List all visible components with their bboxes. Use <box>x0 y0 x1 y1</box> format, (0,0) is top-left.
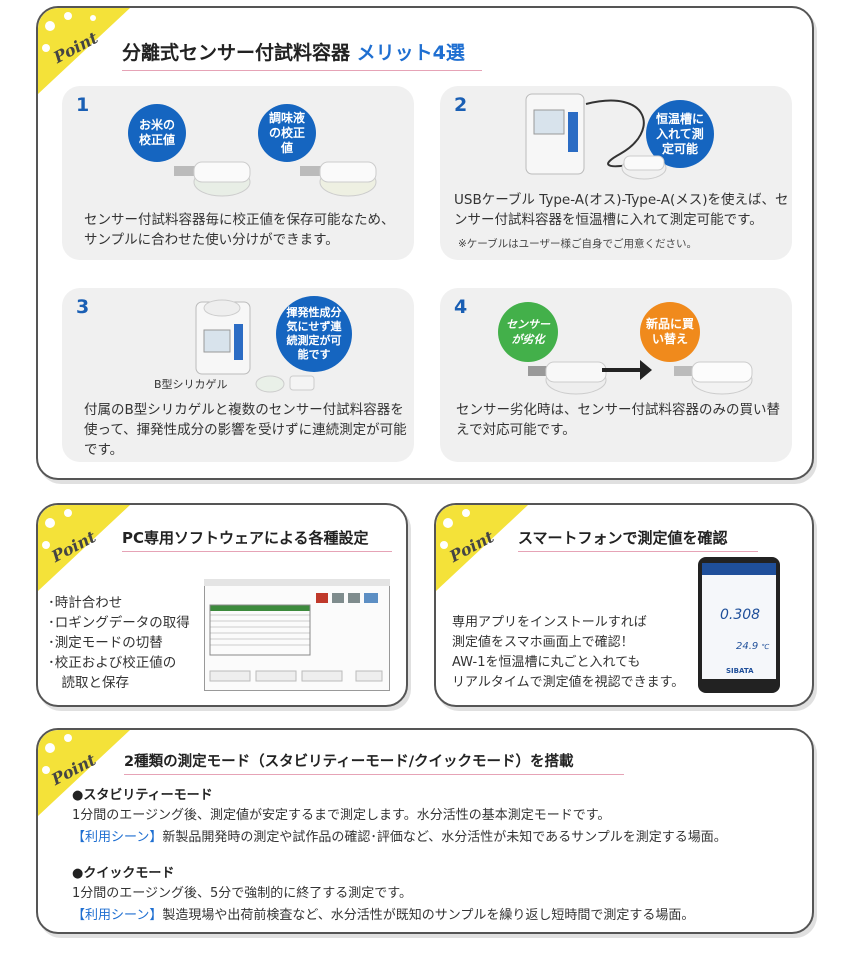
point-badge-shape <box>38 505 130 591</box>
merit-text-2: USBケーブル Type-A(オス)-Type-A(メス)を使えば、センサー付試… <box>454 192 789 228</box>
merits-title-rule <box>122 70 482 71</box>
merit-text-4: センサー劣化時は、センサー付試料容器のみの買い替えで対応可能です。 <box>456 402 780 438</box>
stability-desc: 1分間のエージング後、測定値が安定するまで測定します。水分活性の基本測定モードで… <box>72 808 611 823</box>
pc-title-rule <box>122 551 392 552</box>
phone-title: スマートフォンで測定値を確認 <box>518 529 728 547</box>
point-badge-shape <box>38 8 130 94</box>
bubble-sensor-degraded: センサーが劣化 <box>498 302 558 362</box>
merit-card-2: 2 恒温槽に入れて測定可能 USBケーブル Type-A(オス)-Type-A(… <box>440 86 792 260</box>
quick-scene-tag: 【利用シーン】 <box>72 908 163 923</box>
silica-gel-label: B型シリカゲル <box>154 378 228 391</box>
quick-heading: ●クイックモード <box>72 866 175 881</box>
modes-title: 2種類の測定モード（スタビリティーモード/クイックモード）を搭載 <box>124 754 574 770</box>
merits-title: 分離式センサー付試料容器 メリット4選 <box>122 38 465 65</box>
pc-item-mode: ･測定モードの切替 <box>48 635 163 651</box>
stability-heading: ●スタビリティーモード <box>72 788 213 803</box>
sensor-container-image <box>621 155 667 180</box>
phone-value-1: 0.308 <box>720 607 761 623</box>
stability-scene-tag: 【利用シーン】 <box>72 830 163 845</box>
point-badge-shape <box>436 505 528 591</box>
point-badge: Point <box>38 8 158 128</box>
merit-card-3: 3 揮発性成分気にせず連続測定が可能です B型シリカゲル 付属のB型シリカゲルと… <box>62 288 414 462</box>
merit-note-2: ※ケーブルはユーザー様ご自身でご用意ください。 <box>458 238 697 250</box>
quick-scene-text: 製造現場や出荷前検査など、水分活性が既知のサンプルを繰り返し短時間で測定する場面… <box>162 908 695 923</box>
phone-screen: 0.308 24.9 ℃ SIBATA <box>702 563 776 679</box>
pc-software-panel: Point PC専用ソフトウェアによる各種設定 ･時計合わせ ･ロギングデータの… <box>36 503 408 707</box>
point-badge: Point <box>38 505 158 625</box>
sensor-container-image <box>300 161 377 197</box>
phone-text-1: 専用アプリをインストールすれば <box>452 615 647 630</box>
merit-card-1: 1 お米の校正値 調味液の校正値 センサー付試料容器毎に校正値を保存可能なため、… <box>62 86 414 260</box>
sensor-container-image <box>674 361 753 395</box>
sensor-container-image <box>528 361 607 395</box>
sensor-container-image <box>174 161 251 197</box>
phone-brand: SIBATA <box>726 667 754 675</box>
bubble-volatile: 揮発性成分気にせず連続測定が可能です <box>276 296 352 372</box>
phone-text-4: リアルタイムで測定値を視認できます。 <box>452 675 685 690</box>
phone-title-rule <box>518 551 758 552</box>
phone-value-2: 24.9 ℃ <box>736 641 769 652</box>
merits-title-main: 分離式センサー付試料容器 <box>122 42 351 64</box>
silica-gel-image <box>255 375 315 393</box>
arrow-right-icon <box>602 360 652 380</box>
merit-number-3: 3 <box>76 296 90 318</box>
merit-number-1: 1 <box>76 94 90 116</box>
device-image <box>525 93 585 175</box>
smartphone-image: 0.308 24.9 ℃ SIBATA <box>698 557 780 693</box>
pc-item-logging: ･ロギングデータの取得 <box>48 615 190 631</box>
software-screenshot-image <box>204 579 390 691</box>
stability-scene-text: 新製品開発時の測定や試作品の確認･評価など、水分活性が未知であるサンプルを測定す… <box>162 830 727 845</box>
pc-item-calibration-cont: 読取と保存 <box>48 675 129 691</box>
merit-number-4: 4 <box>454 296 468 318</box>
smartphone-panel: Point スマートフォンで測定値を確認 専用アプリをインストールすれば 測定値… <box>434 503 814 707</box>
point-badge: Point <box>38 730 158 850</box>
phone-app-bar <box>702 563 776 575</box>
phone-value-2-unit: ℃ <box>761 643 770 651</box>
phone-value-2-number: 24.9 <box>736 641 759 652</box>
modes-panel: Point 2種類の測定モード（スタビリティーモード/クイックモード）を搭載 ●… <box>36 728 814 934</box>
quick-desc: 1分間のエージング後、5分で強制的に終了する測定です。 <box>72 886 412 901</box>
bubble-rice: お米の校正値 <box>128 104 186 162</box>
modes-title-rule <box>124 774 624 775</box>
phone-text-2: 測定値をスマホ画面上で確認！ <box>452 635 634 650</box>
merits-title-accent: メリット4選 <box>356 42 465 64</box>
point-badge: Point <box>436 505 556 625</box>
stability-scene: 【利用シーン】新製品開発時の測定や試作品の確認･評価など、水分活性が未知であるサ… <box>72 826 727 845</box>
phone-text-3: AW-1を恒温槽に丸ごと入れても <box>452 655 641 670</box>
merits-panel: Point 分離式センサー付試料容器 メリット4選 1 お米の校正値 調味液の校… <box>36 6 814 480</box>
device-image <box>195 299 251 375</box>
point-badge-shape <box>38 730 130 816</box>
merit-number-2: 2 <box>454 94 468 116</box>
quick-scene: 【利用シーン】製造現場や出荷前検査など、水分活性が既知のサンプルを繰り返し短時間… <box>72 904 694 923</box>
merit-text-3: 付属のB型シリカゲルと複数のセンサー付試料容器を使って、揮発性成分の影響を受けず… <box>84 402 407 458</box>
pc-title: PC専用ソフトウェアによる各種設定 <box>122 529 369 547</box>
pc-item-clock: ･時計合わせ <box>48 595 123 611</box>
merit-text-1: センサー付試料容器毎に校正値を保存可能なため、サンプルに合わせた使い分けができま… <box>84 212 395 248</box>
bubble-buy-new: 新品に買い替え <box>640 302 700 362</box>
merit-card-4: 4 センサーが劣化 新品に買い替え センサー劣化時は、センサー付試料容器のみの買… <box>440 288 792 462</box>
bubble-seasoning: 調味液の校正値 <box>258 104 316 162</box>
pc-item-calibration: ･校正および校正値の <box>48 655 177 671</box>
